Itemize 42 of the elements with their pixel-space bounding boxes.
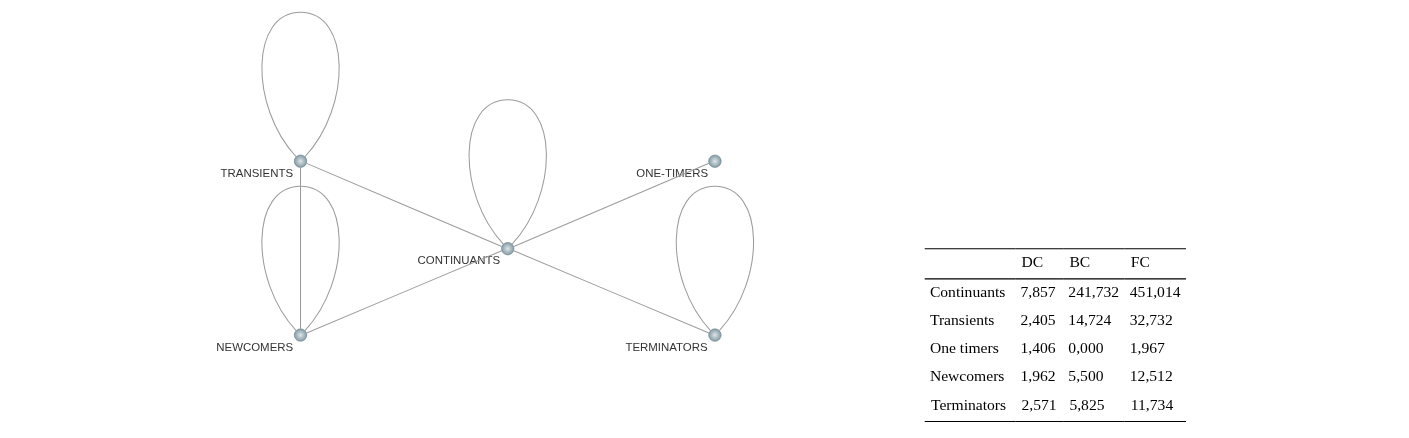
connector: [675, 185, 755, 332]
node-circle: [501, 242, 515, 256]
connector: [261, 11, 340, 158]
label: Newcomers: [929, 366, 1005, 384]
node-circle: [708, 154, 722, 168]
node-label: TERMINATORS: [625, 340, 708, 353]
label: 451,014: [1129, 282, 1181, 300]
label: BC: [1069, 253, 1091, 271]
connector: [306, 162, 503, 248]
label: 14,724: [1068, 310, 1112, 328]
label: Terminators: [930, 396, 1007, 414]
node-label: TRANSIENTS: [220, 166, 294, 179]
node-circle: [294, 328, 308, 342]
label: 1,406: [1020, 338, 1056, 356]
node-circle: [708, 328, 722, 342]
node-circle: [294, 154, 308, 168]
label: 5,500: [1068, 366, 1104, 384]
label: 32,732: [1129, 310, 1173, 328]
label: 11,734: [1130, 396, 1174, 414]
node-label: ONE-TIMERS: [636, 166, 709, 179]
connector: [261, 185, 340, 332]
node-label: CONTINUANTS: [417, 254, 501, 267]
label: 241,732: [1068, 282, 1120, 300]
label: 2,571: [1021, 396, 1057, 414]
label: 2,405: [1020, 310, 1056, 328]
label: 0,000: [1068, 338, 1104, 356]
node-label: NEWCOMERS: [216, 340, 294, 353]
label: 5,825: [1069, 396, 1105, 414]
label: One timers: [929, 338, 999, 356]
label: 1,967: [1129, 338, 1165, 356]
connector: [300, 167, 302, 330]
label: DC: [1021, 253, 1044, 271]
connector: [468, 99, 547, 245]
connector: [306, 250, 503, 334]
label: Transients: [929, 310, 995, 328]
label: 12,512: [1129, 366, 1173, 384]
connector: [513, 162, 710, 248]
label: Continuants: [929, 282, 1006, 300]
connector: [513, 250, 710, 334]
label: 1,962: [1020, 366, 1056, 384]
label: 7,857: [1020, 282, 1056, 300]
label: FC: [1130, 253, 1150, 271]
